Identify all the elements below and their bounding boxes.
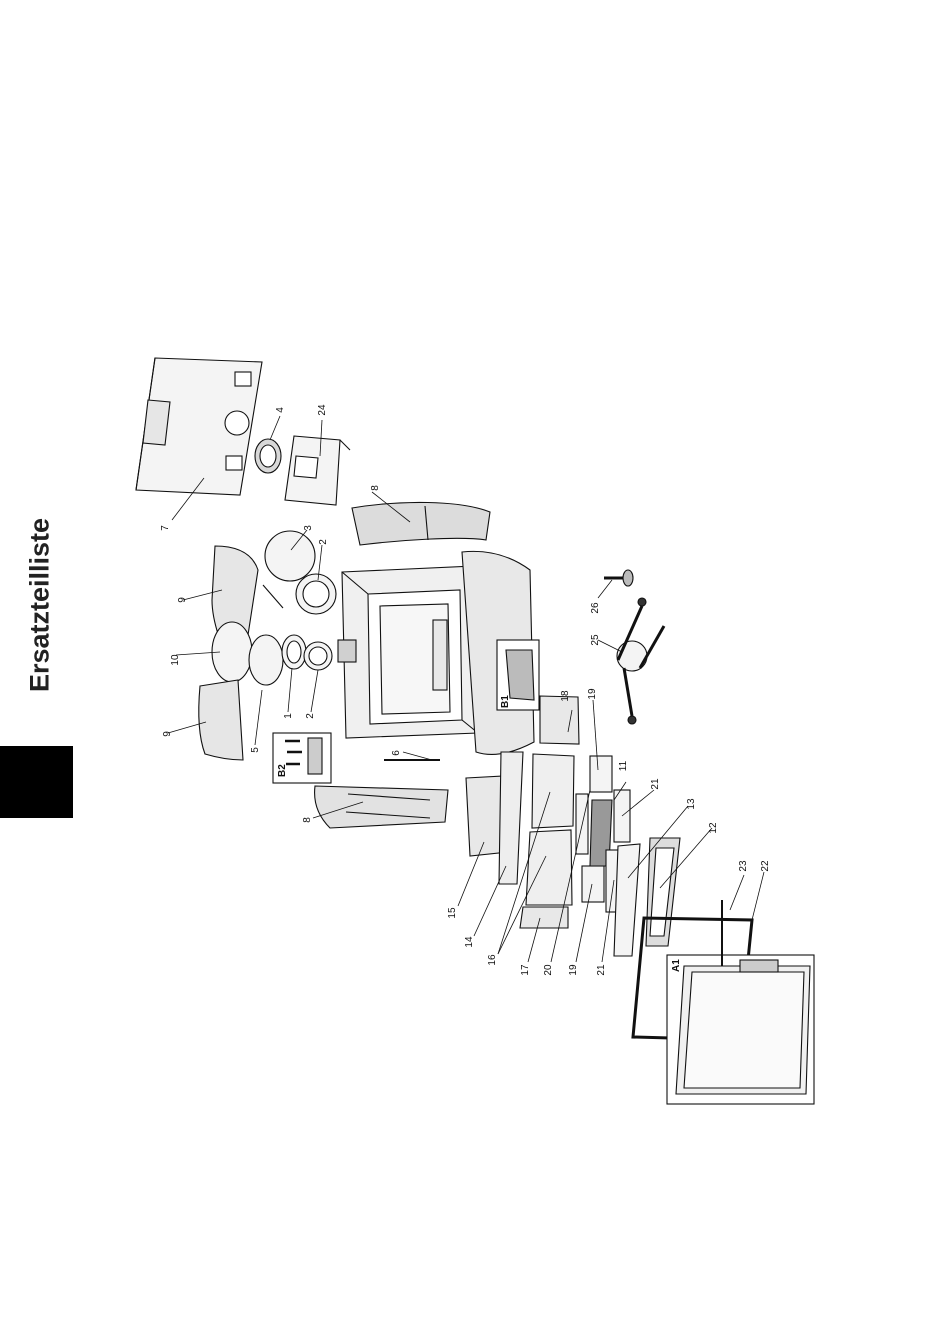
callout-17: 17 — [520, 964, 531, 976]
part-ash-pan — [646, 838, 680, 946]
part-leg-set — [617, 598, 664, 724]
detail-box-a1 — [667, 900, 814, 1104]
callout-10: 10 — [170, 654, 181, 666]
part-disc — [265, 531, 315, 581]
callout-11: 11 — [618, 760, 629, 771]
callout-5: 5 — [250, 747, 261, 753]
part-side-panel-upper — [352, 502, 490, 545]
callout-19-lower: 19 — [568, 964, 579, 976]
callout-4: 4 — [275, 407, 286, 413]
callout-9-lower: 9 — [162, 731, 173, 737]
callout-2-upper: 2 — [318, 539, 329, 545]
callout-13: 13 — [686, 798, 697, 810]
callout-18: 18 — [560, 690, 571, 702]
callout-23: 23 — [738, 860, 749, 872]
part-flue-spigot — [282, 635, 306, 669]
part-top-plate — [136, 358, 262, 495]
part-flue-collar — [255, 439, 281, 473]
label-a1: A1 — [671, 959, 682, 972]
part-top-stone-lower — [199, 680, 243, 760]
callout-26: 26 — [590, 602, 601, 614]
part-adjustable-foot — [604, 570, 633, 586]
part-side-panel-lower — [315, 786, 448, 828]
callout-8-lower: 8 — [302, 817, 313, 823]
callout-12: 12 — [708, 822, 719, 834]
callout-9-upper: 9 — [177, 597, 188, 603]
part-ring-lower — [304, 642, 332, 670]
part-firebrick-18 — [540, 696, 579, 744]
callout-21-lower: 21 — [596, 964, 607, 976]
part-ring-upper — [296, 574, 336, 614]
part-rail — [499, 752, 523, 884]
part-ash-plate — [614, 844, 640, 956]
part-baffle — [285, 436, 350, 505]
callout-6: 6 — [391, 750, 402, 756]
callout-24: 24 — [317, 404, 328, 416]
callout-25: 25 — [590, 634, 601, 646]
part-heat-shield — [249, 585, 283, 685]
callout-21-upper: 21 — [650, 778, 661, 790]
callout-15: 15 — [447, 907, 458, 919]
callout-20: 20 — [543, 964, 554, 976]
callout-8-upper: 8 — [370, 485, 381, 491]
callout-7: 7 — [160, 525, 171, 531]
callout-22: 22 — [760, 860, 771, 872]
label-b2: B2 — [277, 764, 288, 777]
callout-1: 1 — [283, 713, 294, 719]
label-b1: B1 — [500, 695, 511, 708]
callout-19-upper: 19 — [587, 688, 598, 700]
callout-2-lower: 2 — [305, 713, 316, 719]
callout-3: 3 — [303, 525, 314, 531]
callout-16: 16 — [487, 954, 498, 966]
callout-14: 14 — [464, 936, 475, 948]
